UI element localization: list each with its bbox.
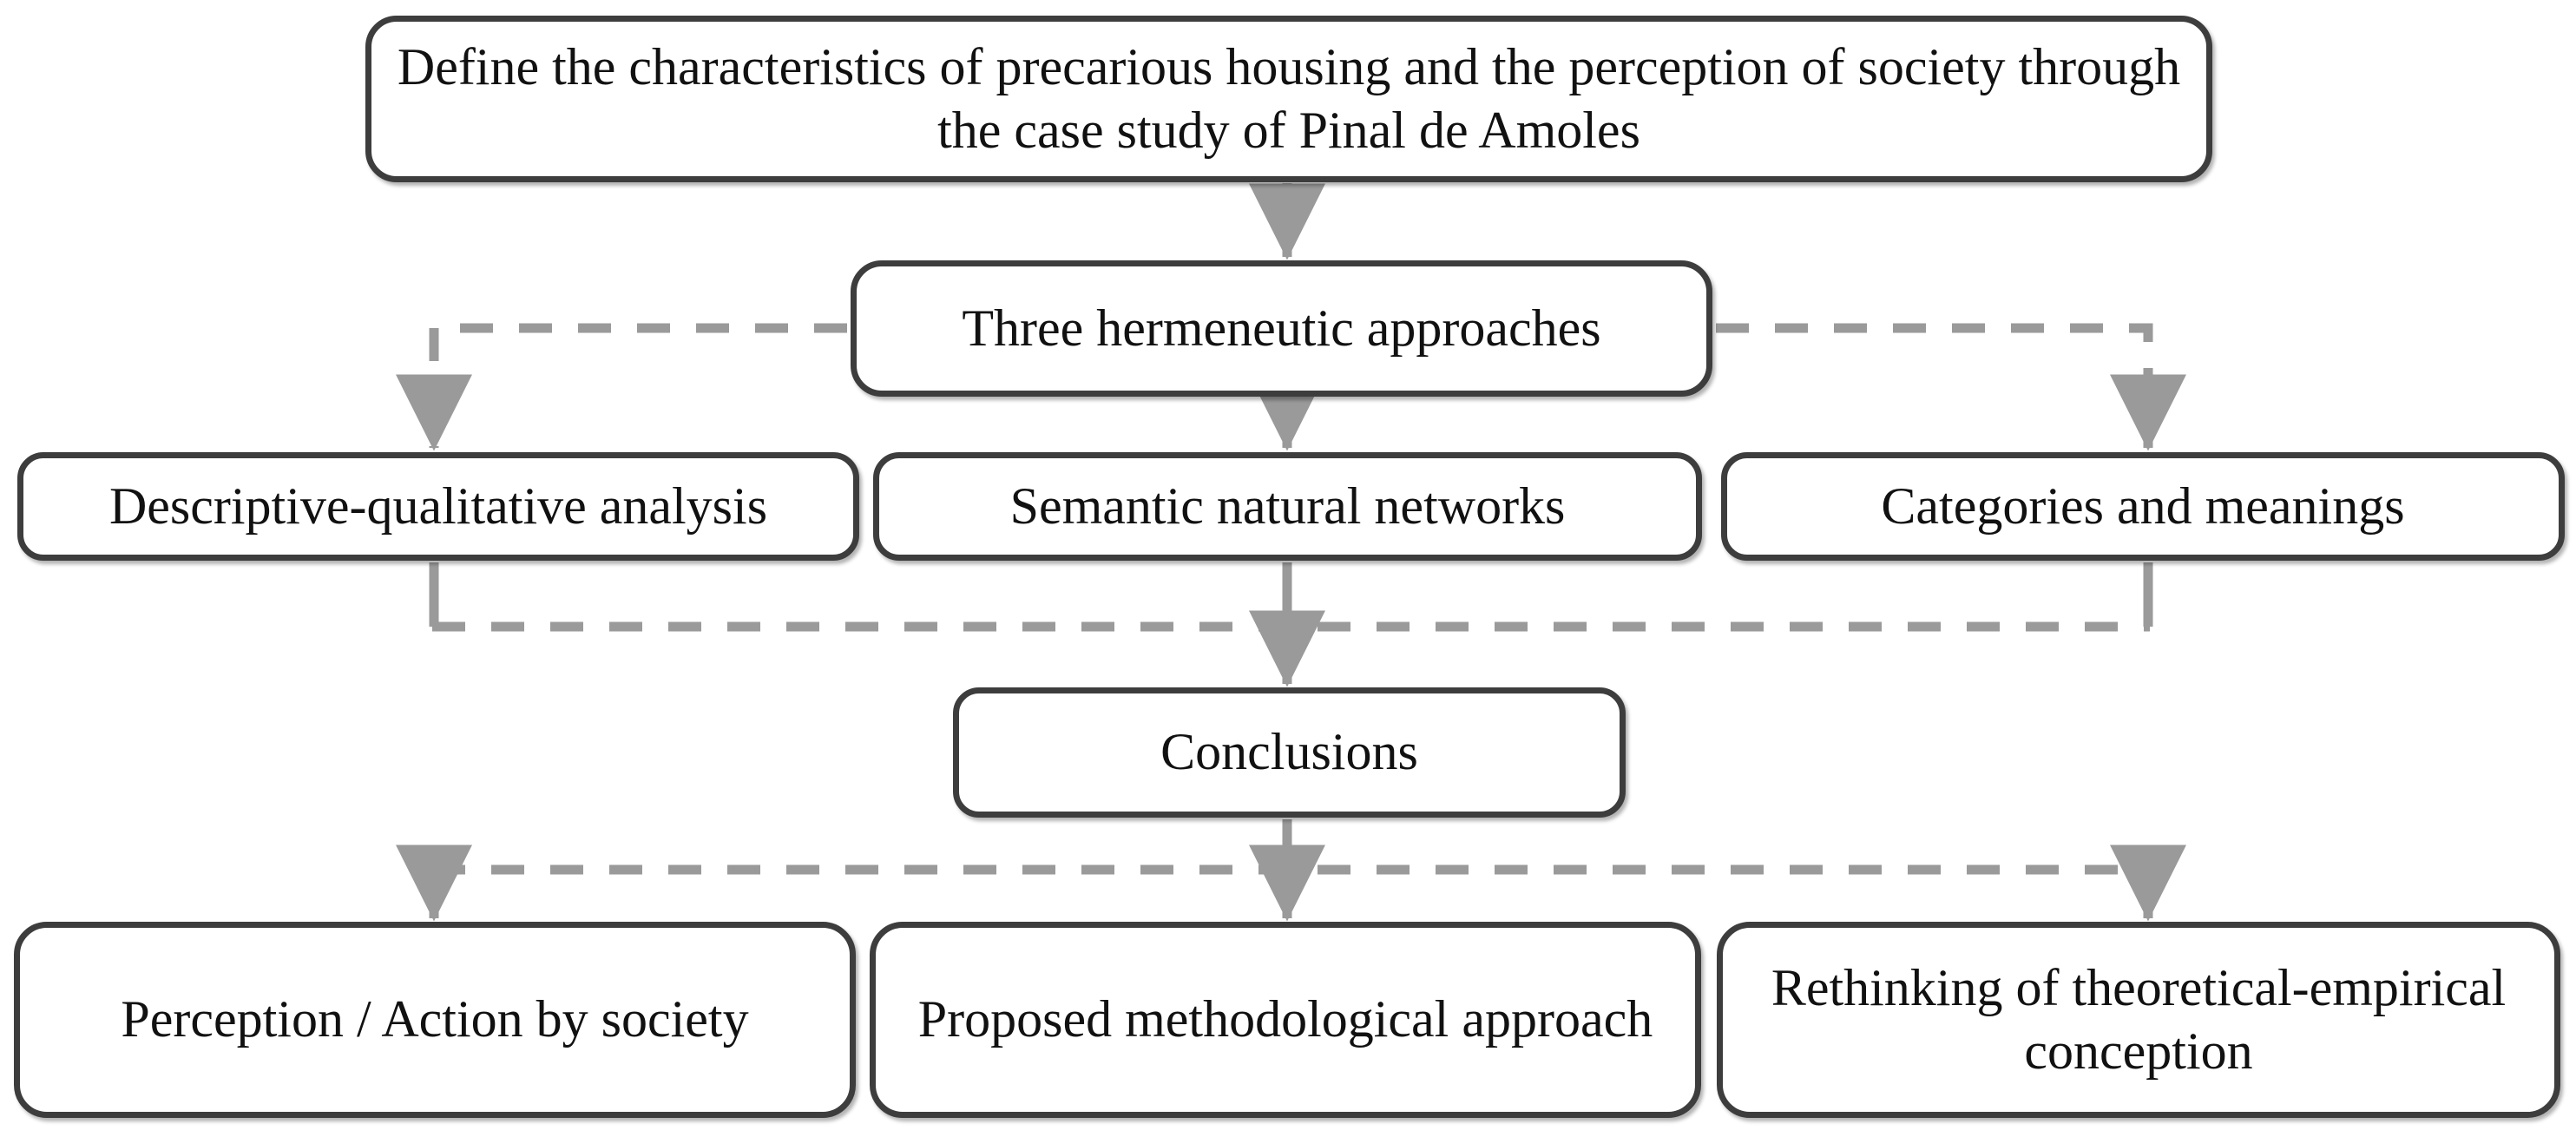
node-descriptive-label: Descriptive-qualitative analysis [108,476,768,535]
edge-conclusions-to-bottom-row [396,819,2186,922]
edge-approaches-to-categories [1716,323,2186,451]
node-semantic-label: Semantic natural networks [1009,476,1566,535]
node-semantic-natural-networks[interactable]: Semantic natural networks [873,452,1702,561]
node-objective[interactable]: Define the characteristics of precarious… [365,16,2212,182]
node-descriptive-qualitative-analysis[interactable]: Descriptive-qualitative analysis [17,452,859,561]
node-conclusions[interactable]: Conclusions [953,687,1626,818]
node-categories-label: Categories and meanings [1881,476,2405,535]
node-perception-label: Perception / Action by society [121,990,749,1048]
edge-approaches-to-descriptive [396,323,847,451]
node-perception-action-by-society[interactable]: Perception / Action by society [14,922,856,1118]
node-three-hermeneutic-approaches[interactable]: Three hermeneutic approaches [851,260,1712,397]
node-categories-and-meanings[interactable]: Categories and meanings [1721,452,2565,561]
node-conclusions-label: Conclusions [1160,723,1418,781]
node-methodological-label: Proposed methodological approach [917,990,1653,1048]
node-rethinking-theoretical-empirical-conception[interactable]: Rethinking of theoretical-empirical conc… [1717,922,2560,1118]
node-rethinking-label: Rethinking of theoretical-empirical conc… [1771,958,2507,1080]
node-objective-label: Define the characteristics of precarious… [397,37,2181,159]
edge-bus-to-conclusions [432,562,2150,687]
node-approaches-label: Three hermeneutic approaches [962,299,1601,357]
node-proposed-methodological-approach[interactable]: Proposed methodological approach [870,922,1701,1118]
